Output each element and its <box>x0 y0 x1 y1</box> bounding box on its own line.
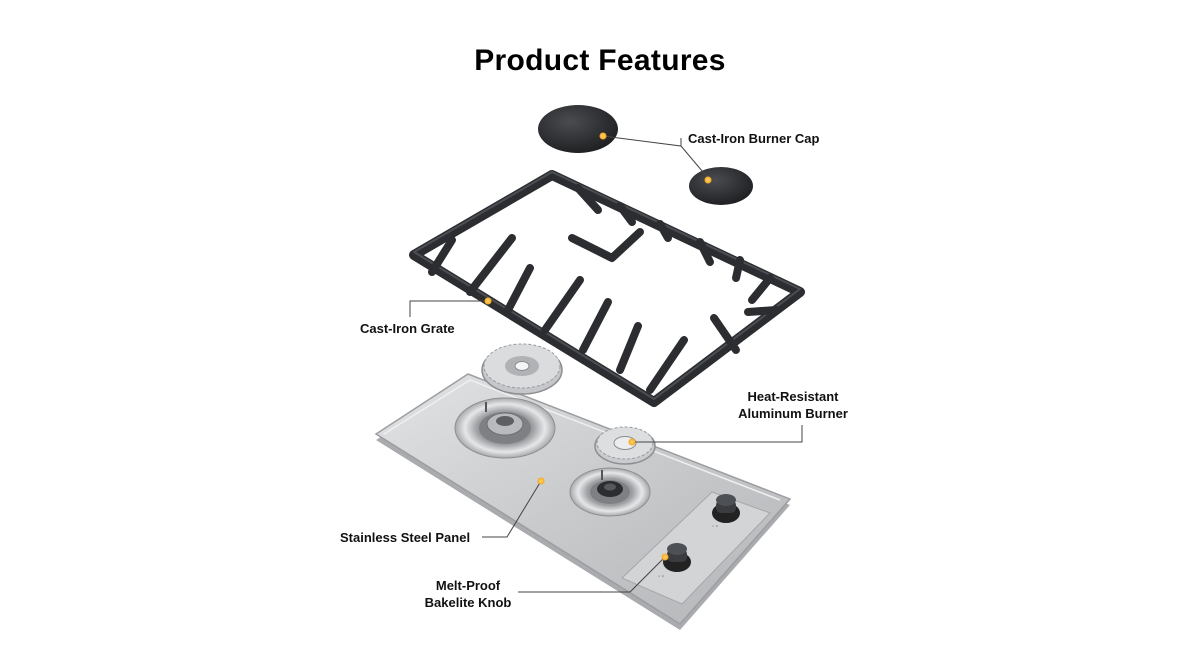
callout-line-panel <box>482 480 542 538</box>
label-burner: Heat-Resistant Aluminum Burner <box>734 388 852 422</box>
marker-dot <box>661 553 669 561</box>
svg-text:◦ ▫: ◦ ▫ <box>712 524 718 530</box>
marker-dot <box>484 297 492 305</box>
label-knob-line1: Melt-Proof <box>435 578 501 593</box>
bakelite-knob-front: ◦ ▫ <box>658 543 691 580</box>
svg-text:◦ ▫: ◦ ▫ <box>658 574 664 580</box>
small-burner-well <box>569 467 651 517</box>
burner-cap-small <box>689 167 753 205</box>
small-aluminum-burner <box>594 426 656 465</box>
label-knob: Melt-Proof Bakelite Knob <box>418 577 518 611</box>
callout-line-grate <box>409 300 488 317</box>
callout-lines <box>409 135 803 593</box>
label-knob-line2: Bakelite Knob <box>424 595 512 610</box>
large-aluminum-burner <box>481 343 563 395</box>
callout-line-burner-cap-2 <box>680 145 709 179</box>
callout-line-burner-cap <box>602 135 682 147</box>
label-panel: Stainless Steel Panel <box>340 530 471 545</box>
marker-dot <box>599 132 607 140</box>
callout-line-burner <box>632 425 803 443</box>
label-burner-cap: Cast-Iron Burner Cap <box>688 131 820 146</box>
label-burner-line2: Aluminum Burner <box>738 406 848 421</box>
label-burner-line1: Heat-Resistant <box>747 389 839 404</box>
marker-dot <box>704 176 712 184</box>
cast-iron-grate <box>409 170 805 407</box>
large-burner-well <box>454 397 556 459</box>
label-grate: Cast-Iron Grate <box>360 321 455 336</box>
marker-dot <box>537 477 545 485</box>
marker-dot <box>628 438 636 446</box>
page-title: Product Features <box>474 44 726 77</box>
bakelite-knob-rear: ◦ ▫ <box>712 494 740 530</box>
burner-cap-large <box>538 105 618 153</box>
feature-markers <box>484 132 712 561</box>
callout-line-knob <box>518 556 666 593</box>
